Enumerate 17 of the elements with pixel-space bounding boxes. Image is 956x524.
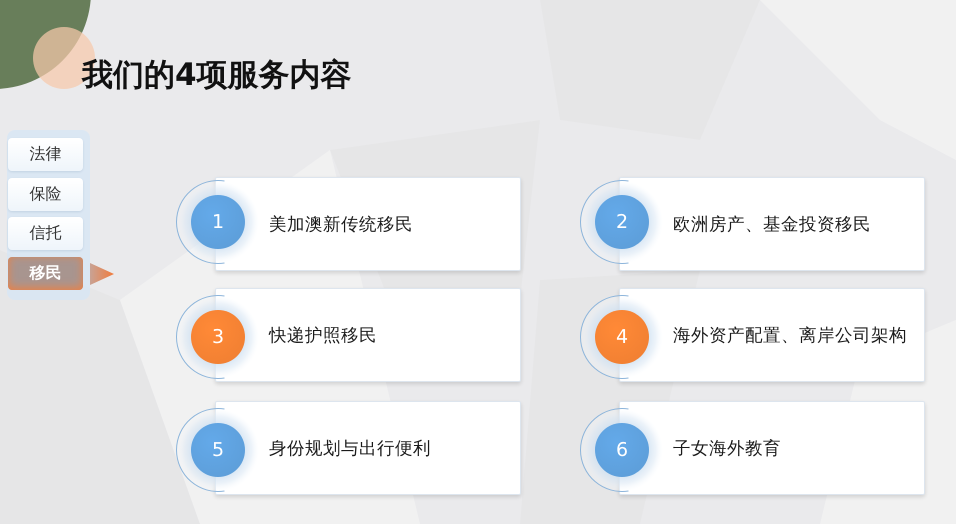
menu-tab: 保险 <box>8 178 83 211</box>
service-name: 身份规划与出行便利 <box>269 438 431 460</box>
service-card <box>215 177 521 271</box>
service-name: 欧洲房产、基金投资移民 <box>673 214 871 236</box>
service-card <box>619 177 925 271</box>
side-menu-panel <box>7 130 90 300</box>
service-name: 海外资产配置、离岸公司架构 <box>673 325 907 347</box>
service-card <box>215 401 521 495</box>
service-name: 子女海外教育 <box>673 438 781 460</box>
page-title: 我们的4项服务内容 <box>82 57 352 93</box>
menu-tab: 法律 <box>8 138 83 171</box>
service-card <box>215 288 521 382</box>
menu-tab: 信托 <box>8 217 83 250</box>
active-menu-tab: 移民 <box>8 257 83 290</box>
service-card <box>619 288 925 382</box>
service-name: 美加澳新传统移民 <box>269 214 413 236</box>
service-name: 快递护照移民 <box>269 325 377 347</box>
